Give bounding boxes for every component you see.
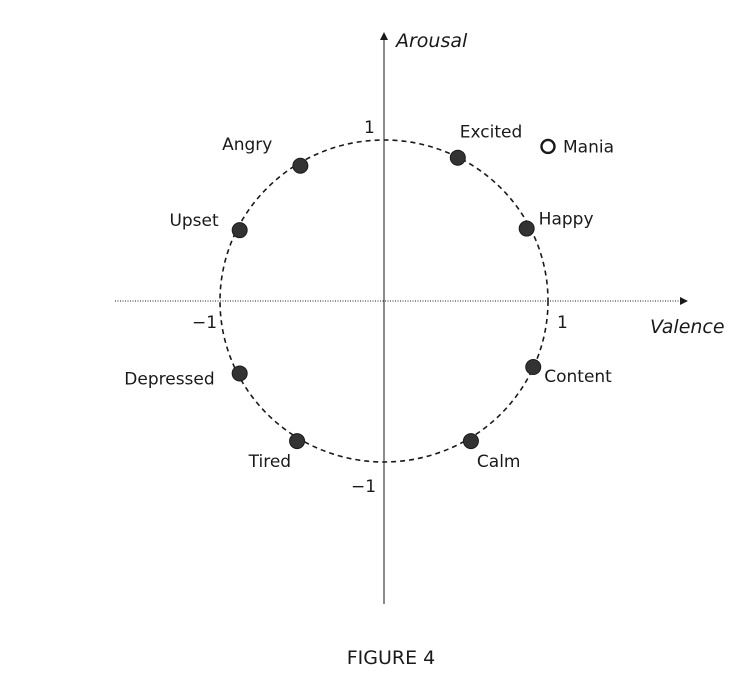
label-tired: Tired xyxy=(248,452,291,472)
y-tick-positive: 1 xyxy=(364,118,375,138)
point-mania xyxy=(540,138,556,155)
label-excited: Excited xyxy=(460,123,523,143)
x-axis-label: Valence xyxy=(650,316,725,338)
unit-circle xyxy=(219,139,549,463)
y-axis-label: Arousal xyxy=(394,30,468,52)
point-tired xyxy=(289,433,306,450)
point-depressed xyxy=(231,365,248,382)
point-happy xyxy=(518,220,535,237)
label-depressed: Depressed xyxy=(124,369,214,389)
label-calm: Calm xyxy=(477,452,521,472)
label-upset: Upset xyxy=(169,211,219,231)
y-tick-negative: −1 xyxy=(351,477,376,497)
point-calm xyxy=(462,433,479,450)
point-content xyxy=(525,359,542,376)
x-tick-negative: −1 xyxy=(192,313,217,333)
label-happy: Happy xyxy=(539,210,594,230)
point-upset xyxy=(231,222,248,239)
label-content: Content xyxy=(544,367,612,387)
label-angry: Angry xyxy=(222,135,272,155)
label-mania: Mania xyxy=(563,137,614,157)
figure-caption: FIGURE 4 xyxy=(347,647,436,669)
point-angry xyxy=(292,157,309,174)
point-excited xyxy=(449,149,466,166)
x-tick-positive: 1 xyxy=(557,313,568,333)
